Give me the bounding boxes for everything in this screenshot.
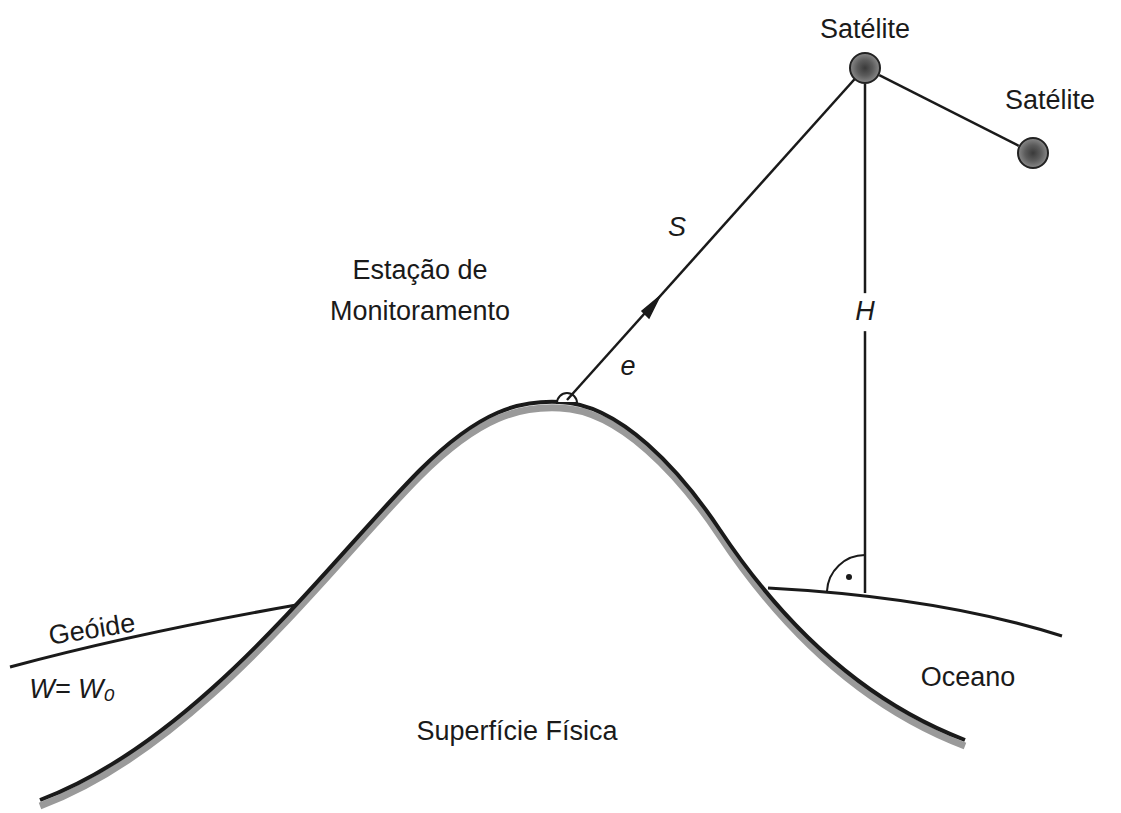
right-angle-dot [846, 574, 852, 580]
satellite-label: Satélite [820, 15, 910, 45]
satellite-symbol [849, 52, 881, 84]
surface-label: Superfície Física [416, 717, 617, 747]
range-symbol: S [668, 213, 686, 243]
unit-vector-symbol: e [620, 352, 635, 382]
height-line [864, 84, 867, 593]
satellite-label: Satélite [1005, 86, 1095, 116]
satellite-symbol [1017, 137, 1049, 169]
geoid-line [10, 604, 302, 667]
potential-label: W= W₀ [29, 675, 115, 705]
range-arrowhead [642, 296, 660, 318]
range-line [567, 72, 861, 400]
right-angle-mark [827, 555, 865, 591]
station-label: Estação de Monitoramento [330, 250, 510, 331]
terrain-surface [40, 402, 965, 800]
terrain-shade [40, 408, 965, 806]
height-symbol: H [852, 293, 878, 331]
station-marker [557, 393, 577, 403]
satellite-link [879, 75, 1018, 146]
geoid-line [768, 588, 1062, 636]
geoid-label: Geóide [47, 609, 138, 652]
ocean-label: Oceano [921, 663, 1016, 693]
